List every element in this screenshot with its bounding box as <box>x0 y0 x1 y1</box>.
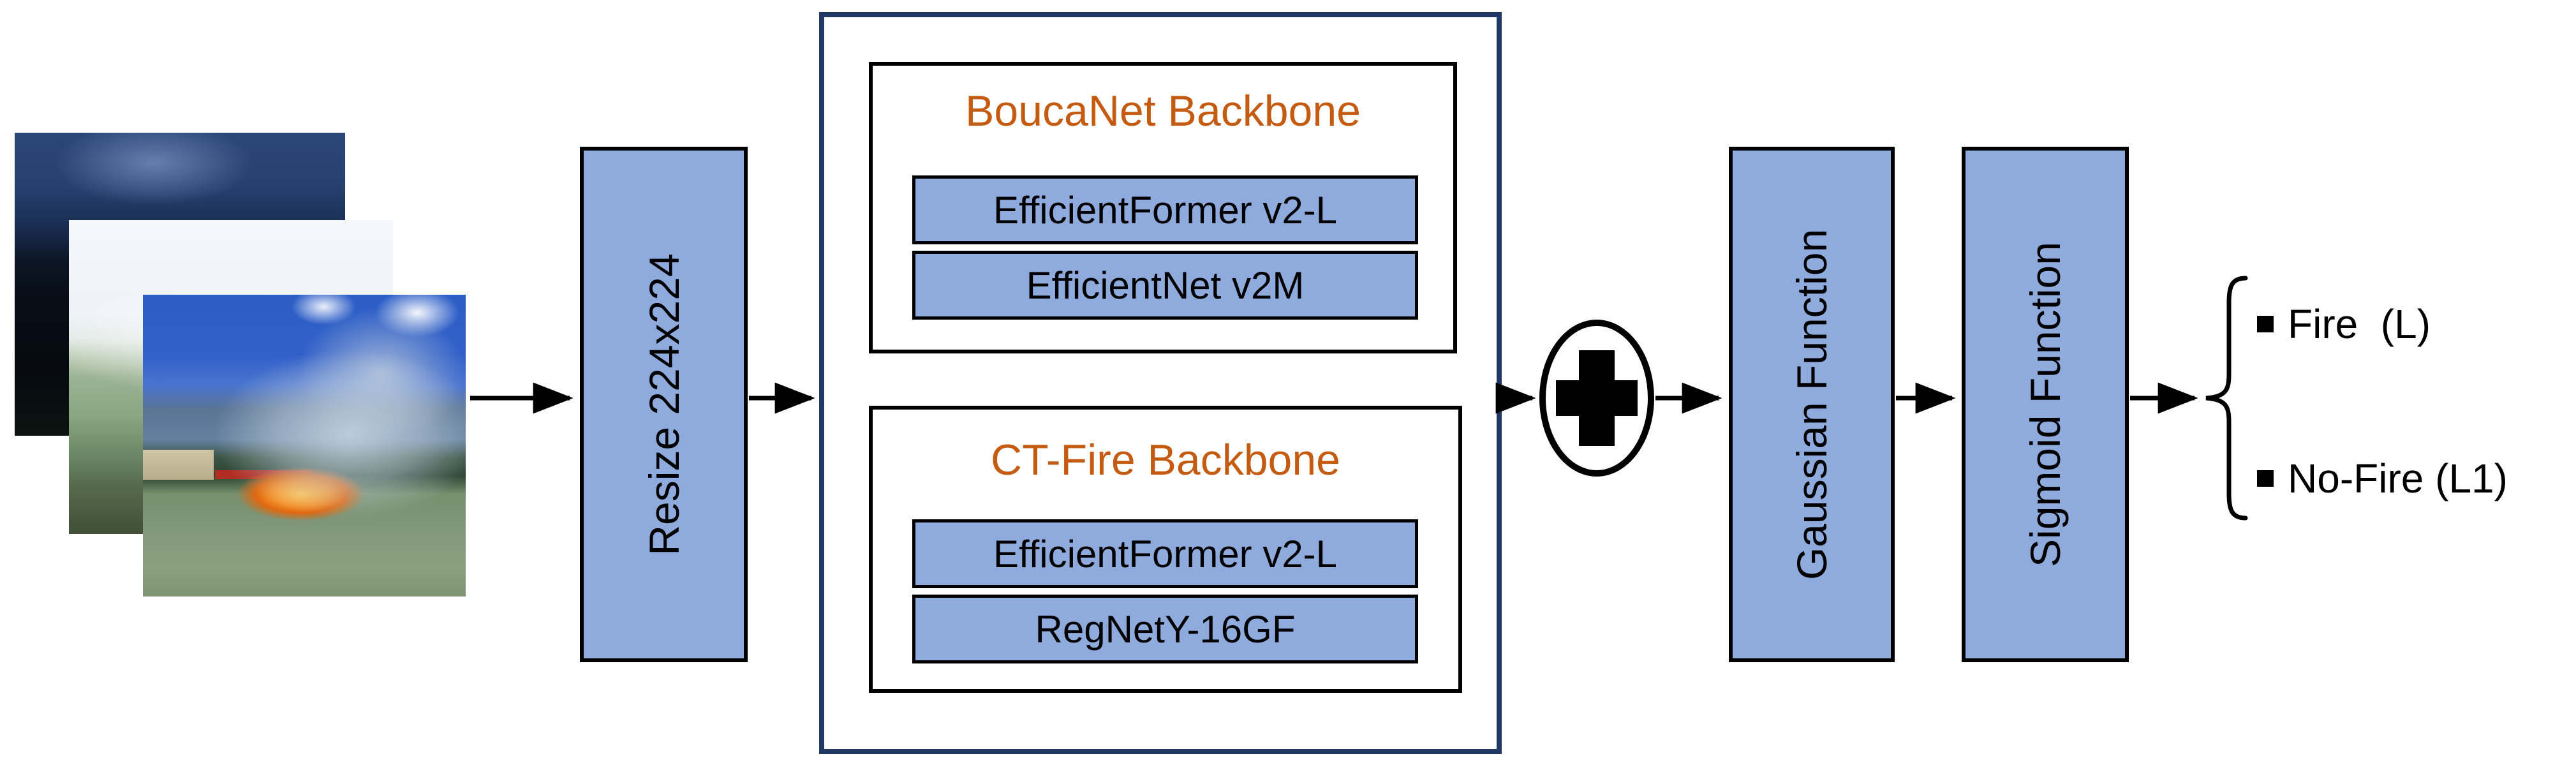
boucanet-backbone-title: BoucaNet Backbone <box>965 87 1361 135</box>
model-box-efficientformer-v2l: EfficientFormer v2-L <box>912 519 1418 588</box>
ctfire-backbone-title: CT-Fire Backbone <box>991 436 1340 484</box>
resize-label: Resize 224x224 <box>640 253 688 556</box>
output-no-fire-label: No-Fire (L1) <box>2288 456 2508 501</box>
output-fire-label: Fire (L) <box>2288 301 2431 347</box>
gaussian-function-label: Gaussian Function <box>1788 228 1835 581</box>
fusion-addition-node <box>1539 320 1654 477</box>
model-box-efficientnet-v2m: EfficientNet v2M <box>912 251 1418 320</box>
model-box-regnety-16gf: RegNetY-16GF <box>912 595 1418 663</box>
ctfire-backbone-box: CT-Fire Backbone EfficientFormer v2-L Re… <box>869 406 1462 693</box>
square-bullet-icon <box>2257 316 2274 332</box>
sigmoid-function-box: Sigmoid Function <box>1962 147 2129 662</box>
output-class-no-fire: No-Fire (L1) <box>2257 448 2508 509</box>
sigmoid-function-label: Sigmoid Function <box>2022 242 2069 567</box>
model-box-efficientformer-v2l: EfficientFormer v2-L <box>912 175 1418 244</box>
output-class-fire: Fire (L) <box>2257 293 2431 355</box>
resize-box: Resize 224x224 <box>580 147 748 662</box>
input-photo-fire-scene <box>143 295 466 596</box>
square-bullet-icon <box>2257 470 2274 487</box>
gaussian-function-box: Gaussian Function <box>1729 147 1895 662</box>
boucanet-backbone-box: BoucaNet Backbone EfficientFormer v2-L E… <box>869 62 1457 353</box>
backbones-panel: BoucaNet Backbone EfficientFormer v2-L E… <box>819 12 1502 754</box>
plus-icon <box>1579 350 1615 446</box>
output-brace <box>2205 276 2248 521</box>
